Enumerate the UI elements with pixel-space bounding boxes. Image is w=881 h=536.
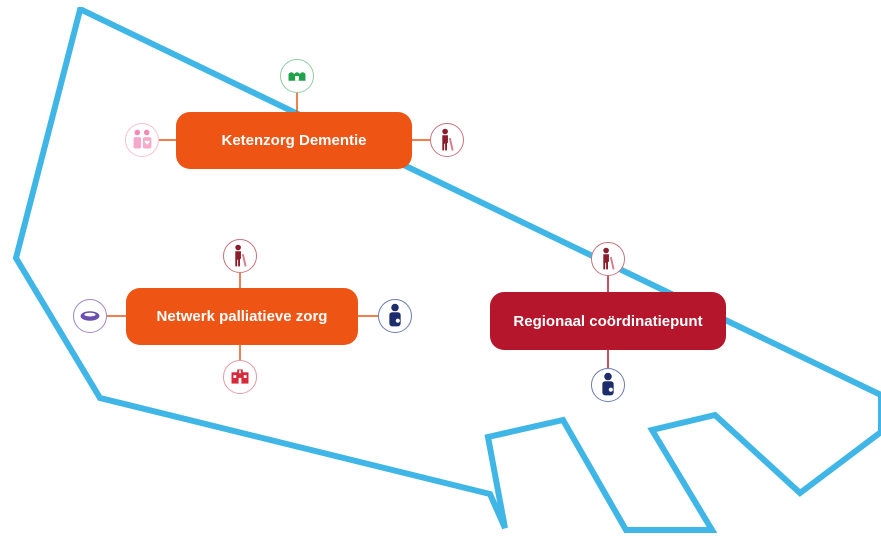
netwerk-palliatieve-zorg-box: Netwerk palliatieve zorg bbox=[126, 288, 358, 345]
family-icon bbox=[125, 123, 159, 157]
nursing-home-icon bbox=[280, 59, 314, 93]
netwerk-palliatieve-zorg-label: Netwerk palliatieve zorg bbox=[156, 308, 328, 325]
elderly-person-icon bbox=[223, 239, 257, 273]
doctor-icon bbox=[378, 299, 412, 333]
elderly-person-icon bbox=[430, 123, 464, 157]
elderly-person-icon bbox=[591, 242, 625, 276]
teacup-icon bbox=[73, 299, 107, 333]
regionaal-coordinatiepunt-box: Regionaal coördinatiepunt bbox=[490, 292, 726, 350]
hospital-icon bbox=[223, 360, 257, 394]
regionaal-coordinatiepunt-label: Regionaal coördinatiepunt bbox=[513, 312, 703, 330]
doctor-icon bbox=[591, 368, 625, 402]
region-outline bbox=[12, 7, 881, 533]
connectors bbox=[107, 92, 609, 368]
ketenzorg-dementie-label: Ketenzorg Dementie bbox=[221, 132, 367, 149]
ketenzorg-dementie-box: Ketenzorg Dementie bbox=[176, 112, 412, 169]
